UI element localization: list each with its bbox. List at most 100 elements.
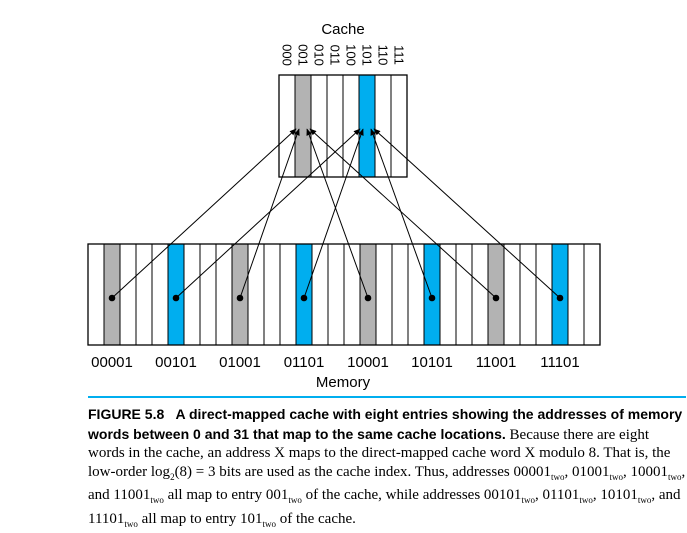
caption-subscript: two <box>124 518 138 529</box>
address-dot <box>236 294 244 302</box>
caption-text: all map to entry 001 <box>163 487 289 503</box>
cache-cell-101 <box>358 74 376 178</box>
memory-block <box>87 243 601 346</box>
memory-word-cell <box>103 243 121 346</box>
caption-text: , 10101 <box>592 487 638 503</box>
caption-subscript: 2 <box>170 471 175 482</box>
cache-index-label: 111 <box>392 45 407 65</box>
mapping-arrow-11001 <box>309 128 497 299</box>
memory-word-cell <box>583 243 601 346</box>
memory-word-cell <box>183 243 201 346</box>
caption-text: , 01101 <box>534 487 580 503</box>
caption-text: , 10001 <box>622 463 668 480</box>
memory-word-cell <box>471 243 489 346</box>
mapping-arrow-10101 <box>370 128 433 299</box>
memory-word-cell <box>295 243 313 346</box>
mapping-arrow-10001 <box>306 128 369 299</box>
caption-subscript: two <box>521 495 535 505</box>
mapping-arrow-00001 <box>111 128 297 299</box>
cache-index-label: 001 <box>296 44 311 66</box>
mapping-arrow-11101 <box>373 128 561 299</box>
mapping-arrows <box>108 128 564 302</box>
memory-address-label: 00001 <box>91 354 133 371</box>
address-dot <box>172 294 180 302</box>
cache-cell-001 <box>294 74 312 178</box>
memory-outline <box>87 243 601 346</box>
caption-text: (8) = 3 bits are used as the cache index… <box>174 463 551 480</box>
memory-address-labels: 00001 00101 01001 01101 10001 10101 11001 11101 <box>91 354 580 371</box>
address-dot <box>556 294 564 302</box>
memory-address-label: 01001 <box>219 354 261 371</box>
memory-address-label: 11101 <box>540 354 580 371</box>
caption-text: of the cache. <box>275 510 356 527</box>
caption-subscript: two <box>579 495 593 505</box>
caption-text: , 01001 <box>564 463 610 480</box>
memory-word-cell <box>567 243 585 346</box>
cache-index-label: 000 <box>280 44 295 66</box>
caption-subscript: two <box>288 495 302 505</box>
caption-subscript: two <box>667 471 682 482</box>
caption-text: , and 11001 <box>88 463 686 504</box>
memory-word-cell <box>327 243 345 346</box>
memory-word-cell <box>375 243 393 346</box>
mapping-arrow-01001 <box>239 128 300 299</box>
memory-word-cell <box>343 243 361 346</box>
memory-address-label: 00101 <box>155 354 197 371</box>
memory-word-cell <box>487 243 505 346</box>
mapping-arrow-00101 <box>175 128 361 299</box>
memory-word-cell <box>359 243 377 346</box>
caption-bold-text: A direct-mapped cache with eight entries… <box>88 406 683 442</box>
caption-text: of the cache, while addresses 00101 <box>301 487 522 503</box>
caption-subscript: two <box>550 471 565 482</box>
address-dot <box>108 294 116 302</box>
memory-address-label: 11001 <box>476 354 517 371</box>
memory-word-cell <box>87 243 105 346</box>
mapping-arrow-01101 <box>303 128 364 299</box>
caption-text: Because there are eight words in the cac… <box>88 426 671 480</box>
figure-caption: FIGURE 5.8 A direct-mapped cache with ei… <box>88 396 686 533</box>
memory-address-label: 10001 <box>347 354 389 371</box>
cache-index-label: 010 <box>312 44 327 66</box>
cache-index-label: 100 <box>344 44 359 66</box>
caption-text: all map to entry 101 <box>137 510 263 527</box>
memory-word-cell <box>391 243 409 346</box>
address-dot <box>492 294 500 302</box>
caption-subscript: two <box>262 518 276 529</box>
memory-word-cell <box>263 243 281 346</box>
memory-word-cell <box>279 243 297 346</box>
memory-word-cell <box>199 243 217 346</box>
memory-word-cell <box>167 243 185 346</box>
caption-subscript: two <box>637 495 652 505</box>
cache-cell-111 <box>390 74 408 178</box>
memory-word-cell <box>407 243 425 346</box>
cache-outline <box>278 74 408 178</box>
cache-title: Cache <box>321 21 364 38</box>
cache-index-label: 011 <box>328 45 343 66</box>
memory-word-cell <box>535 243 553 346</box>
memory-title: Memory <box>316 374 371 391</box>
memory-word-cell <box>311 243 329 346</box>
memory-word-cell <box>247 243 265 346</box>
cache-cell-011 <box>326 74 344 178</box>
cache-cell-000 <box>278 74 296 178</box>
memory-address-label: 01101 <box>284 354 325 371</box>
memory-word-cell <box>423 243 441 346</box>
memory-word-cell <box>135 243 153 346</box>
memory-address-label: 10101 <box>411 354 453 371</box>
address-dot <box>428 294 436 302</box>
memory-word-cell <box>119 243 137 346</box>
cache-index-label: 110 <box>376 45 391 66</box>
cache-block <box>278 74 408 178</box>
memory-word-cell <box>551 243 569 346</box>
memory-word-cell <box>519 243 537 346</box>
address-dot <box>364 294 372 302</box>
figure-label: FIGURE 5.8 <box>88 406 165 422</box>
address-dot <box>300 294 308 302</box>
caption-subscript: two <box>609 471 623 482</box>
memory-word-cell <box>231 243 249 346</box>
cache-index-label: 101 <box>360 44 375 66</box>
caption-subscript: two <box>150 495 164 505</box>
memory-word-cell <box>455 243 473 346</box>
